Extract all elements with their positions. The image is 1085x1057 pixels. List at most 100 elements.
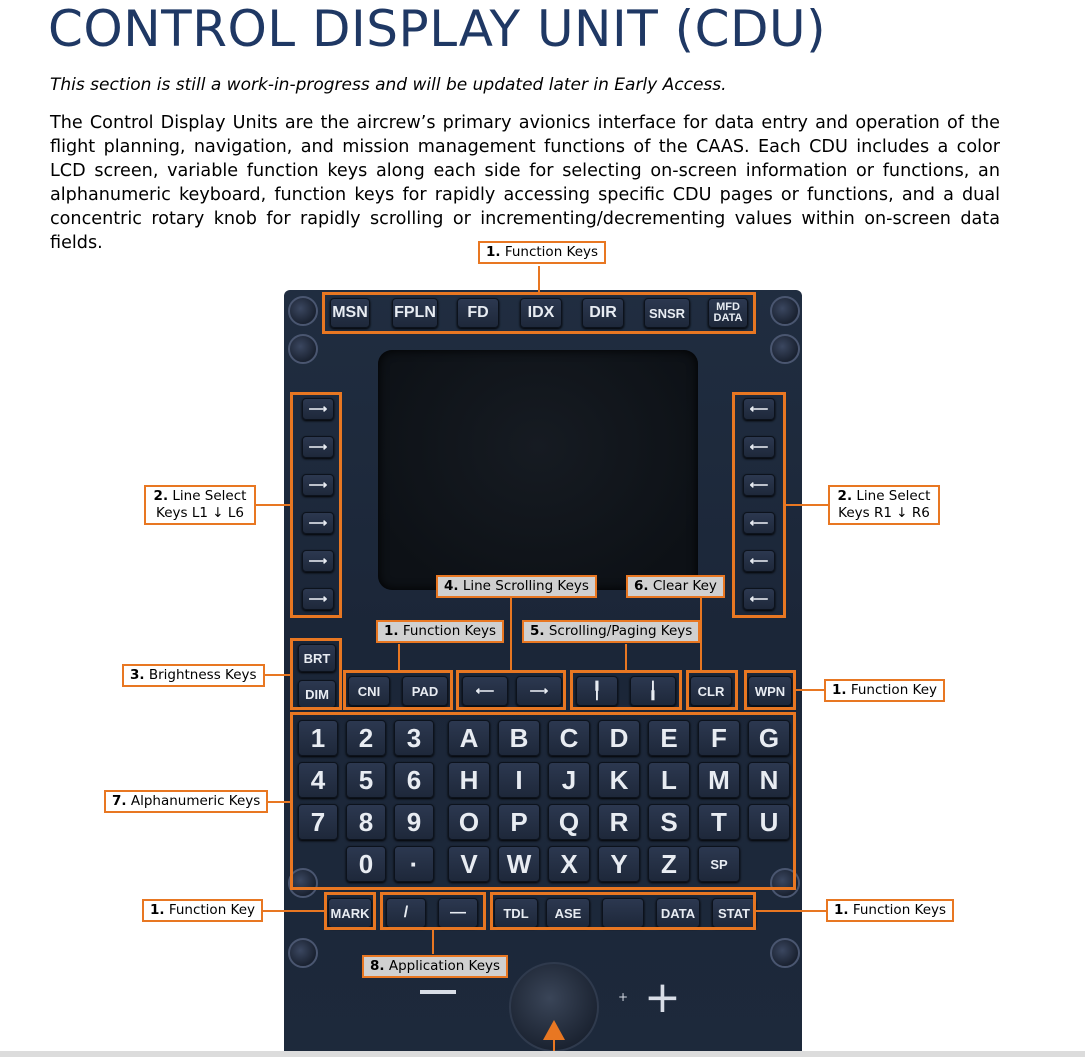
key-6[interactable]: 6 <box>394 762 434 798</box>
connector <box>756 910 826 912</box>
key-a[interactable]: A <box>448 720 490 756</box>
key-3[interactable]: 3 <box>394 720 434 756</box>
sp-key[interactable]: SP <box>698 846 740 882</box>
key-l[interactable]: L <box>648 762 690 798</box>
screw-icon <box>288 868 318 898</box>
key-t[interactable]: T <box>698 804 740 840</box>
key-w[interactable]: W <box>498 846 540 882</box>
fd-key[interactable]: FD <box>457 298 499 328</box>
pad-key[interactable]: PAD <box>402 676 448 706</box>
lsk-r2[interactable]: ⟵ <box>743 436 775 458</box>
key-s[interactable]: S <box>648 804 690 840</box>
key-x[interactable]: X <box>548 846 590 882</box>
brt-key[interactable]: BRT <box>298 644 336 672</box>
key-j[interactable]: J <box>548 762 590 798</box>
key-g[interactable]: G <box>748 720 790 756</box>
lsk-l3[interactable]: ⟶ <box>302 474 334 496</box>
key-o[interactable]: O <box>448 804 490 840</box>
key-f[interactable]: F <box>698 720 740 756</box>
label-clear: 6. Clear Key <box>626 575 725 598</box>
key-z[interactable]: Z <box>648 846 690 882</box>
stat-key[interactable]: STAT <box>712 898 756 928</box>
blank-key[interactable] <box>602 898 644 928</box>
key-h[interactable]: H <box>448 762 490 798</box>
label-text: Function Keys <box>852 902 947 918</box>
label-text: Function Key <box>168 902 256 918</box>
key-m[interactable]: M <box>698 762 740 798</box>
label-num: 2. <box>837 488 853 504</box>
key-y[interactable]: Y <box>598 846 640 882</box>
label-num: 4. <box>444 578 459 594</box>
label-num: 8. <box>370 958 385 974</box>
dim-key[interactable]: DIM <box>298 680 336 708</box>
key-dot[interactable]: · <box>394 846 434 882</box>
lsk-l6[interactable]: ⟶ <box>302 588 334 610</box>
key-e[interactable]: E <box>648 720 690 756</box>
label-num: 1. <box>486 244 501 260</box>
label-text: Alphanumeric Keys <box>130 793 261 809</box>
connector <box>786 504 828 506</box>
dir-key[interactable]: DIR <box>582 298 624 328</box>
key-k[interactable]: K <box>598 762 640 798</box>
wip-note: This section is still a work-in-progress… <box>50 75 727 95</box>
key-2[interactable]: 2 <box>346 720 386 756</box>
label-function-key-wpn: 1. Function Key <box>824 679 946 702</box>
key-q[interactable]: Q <box>548 804 590 840</box>
key-i[interactable]: I <box>498 762 540 798</box>
wpn-key[interactable]: WPN <box>748 676 792 706</box>
snsr-key[interactable]: SNSR <box>644 298 690 328</box>
key-9[interactable]: 9 <box>394 804 434 840</box>
line-scroll-right-key[interactable]: ⟶ <box>516 676 562 706</box>
key-4[interactable]: 4 <box>298 762 338 798</box>
key-0[interactable]: 0 <box>346 846 386 882</box>
key-u[interactable]: U <box>748 804 790 840</box>
page-down-key[interactable]: ╽ <box>630 676 676 706</box>
tdl-key[interactable]: TDL <box>494 898 538 928</box>
lsk-r6[interactable]: ⟵ <box>743 588 775 610</box>
key-d[interactable]: D <box>598 720 640 756</box>
key-p[interactable]: P <box>498 804 540 840</box>
label-num: 5. <box>530 623 545 639</box>
key-n[interactable]: N <box>748 762 790 798</box>
dash-key[interactable]: — <box>438 898 478 928</box>
label-num: 6. <box>634 578 649 594</box>
lsk-l2[interactable]: ⟶ <box>302 436 334 458</box>
lsk-l5[interactable]: ⟶ <box>302 550 334 572</box>
cni-key[interactable]: CNI <box>348 676 390 706</box>
screw-icon <box>288 296 318 326</box>
key-1[interactable]: 1 <box>298 720 338 756</box>
rotary-knob[interactable] <box>509 962 599 1052</box>
clr-key[interactable]: CLR <box>690 676 732 706</box>
mfd-data-key-line2: DATA <box>713 312 743 324</box>
frame-brightness <box>290 638 342 710</box>
key-8[interactable]: 8 <box>346 804 386 840</box>
key-b[interactable]: B <box>498 720 540 756</box>
label-text: Keys R1 ↓ R6 <box>838 505 930 521</box>
key-7[interactable]: 7 <box>298 804 338 840</box>
lsk-r3[interactable]: ⟵ <box>743 474 775 496</box>
lsk-r5[interactable]: ⟵ <box>743 550 775 572</box>
line-scroll-left-key[interactable]: ⟵ <box>462 676 508 706</box>
knob-dot-icon: + <box>618 990 629 1004</box>
connector <box>256 801 290 803</box>
msn-key[interactable]: MSN <box>330 298 370 328</box>
mfd-data-key[interactable]: MFD DATA <box>708 298 748 328</box>
frame-clear <box>686 670 738 710</box>
connector <box>510 598 512 670</box>
lsk-l4[interactable]: ⟶ <box>302 512 334 534</box>
key-c[interactable]: C <box>548 720 590 756</box>
fpln-key[interactable]: FPLN <box>392 298 438 328</box>
key-v[interactable]: V <box>448 846 490 882</box>
label-text: Line Select <box>856 488 931 504</box>
frame-line-scrolling <box>456 670 566 710</box>
label-alphanumeric: 7. Alphanumeric Keys <box>104 790 269 813</box>
mark-key[interactable]: MARK <box>328 898 372 928</box>
lsk-r4[interactable]: ⟵ <box>743 512 775 534</box>
key-5[interactable]: 5 <box>346 762 386 798</box>
page-up-key[interactable]: ╿ <box>576 676 618 706</box>
idx-key[interactable]: IDX <box>520 298 562 328</box>
key-r[interactable]: R <box>598 804 640 840</box>
lsk-r1[interactable]: ⟵ <box>743 398 775 420</box>
lsk-l1[interactable]: ⟶ <box>302 398 334 420</box>
